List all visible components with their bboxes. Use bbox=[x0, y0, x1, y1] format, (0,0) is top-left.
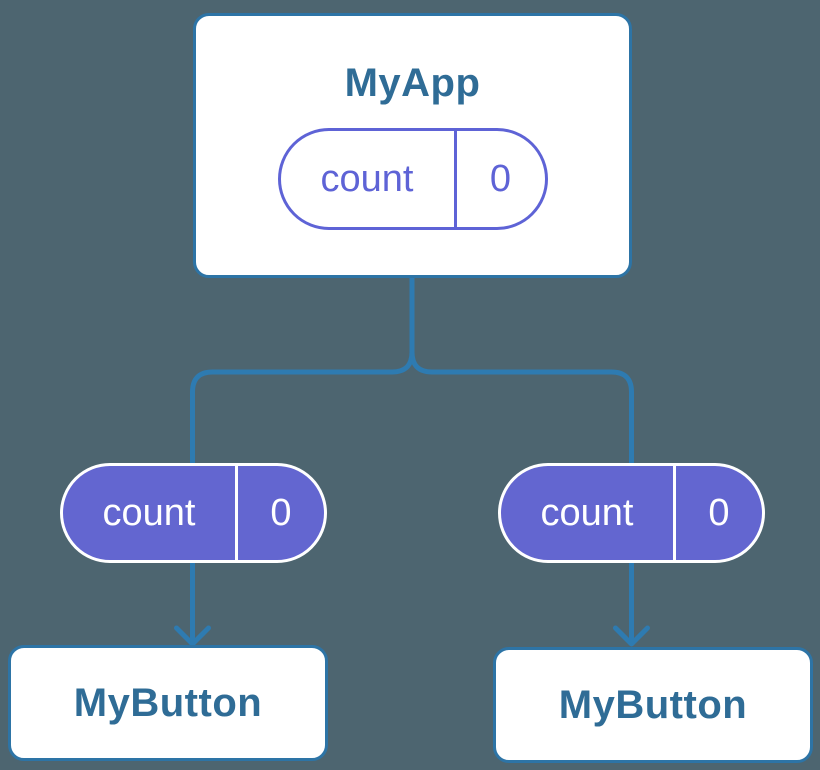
right-prop-name-label: count bbox=[540, 491, 634, 534]
left-mybutton-title: MyButton bbox=[73, 681, 263, 725]
right-prop-value-label: 0 bbox=[673, 466, 762, 560]
state-value-label: 0 bbox=[453, 131, 545, 227]
left-prop-pill: count 0 bbox=[60, 463, 327, 563]
state-name-label: count bbox=[320, 157, 414, 200]
myapp-card: MyApp count 0 bbox=[193, 13, 632, 278]
arrowhead-left-icon bbox=[174, 625, 211, 647]
connector-left-branch bbox=[190, 275, 415, 643]
myapp-title: MyApp bbox=[344, 61, 481, 105]
connector-right-branch bbox=[409, 275, 634, 643]
left-prop-name-label: count bbox=[102, 491, 196, 534]
right-mybutton-title: MyButton bbox=[558, 683, 748, 727]
left-mybutton-card: MyButton bbox=[8, 645, 328, 761]
left-prop-value-label: 0 bbox=[235, 466, 324, 560]
right-prop-pill: count 0 bbox=[498, 463, 765, 563]
myapp-state-pill: count 0 bbox=[277, 128, 548, 230]
right-mybutton-card: MyButton bbox=[493, 647, 813, 763]
arrowhead-right-icon bbox=[613, 625, 650, 647]
